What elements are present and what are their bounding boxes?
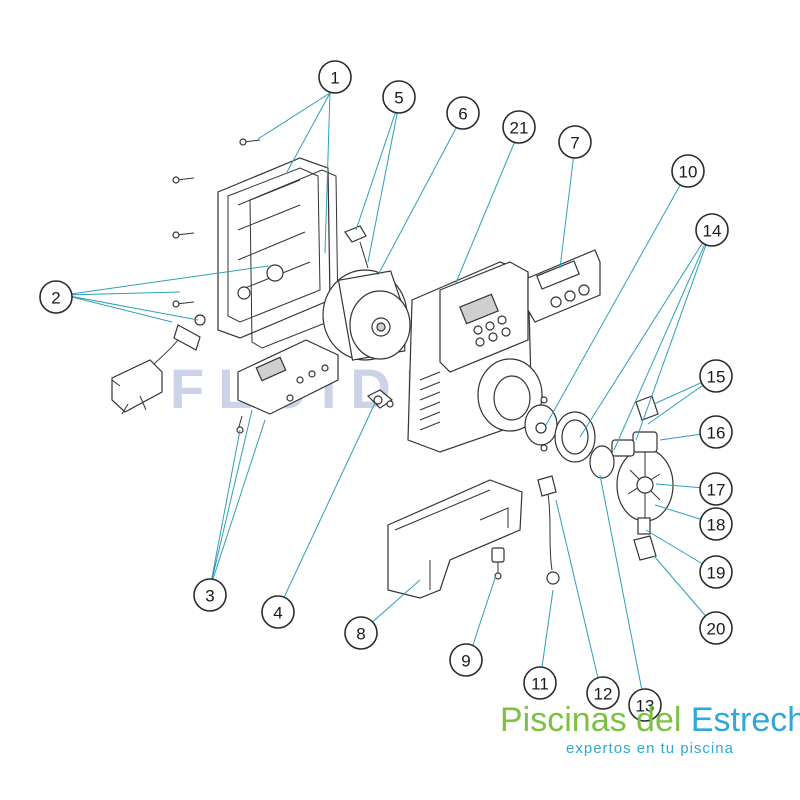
callout-circle — [523, 666, 557, 700]
callout-circle — [344, 616, 378, 650]
callout-number: 6 — [458, 105, 467, 124]
callout-circle — [699, 359, 733, 393]
callout-8: 8 — [344, 616, 378, 650]
callout-3: 3 — [193, 578, 227, 612]
callout-12: 12 — [586, 676, 620, 710]
callout-circle — [318, 60, 352, 94]
callout-number: 9 — [461, 652, 470, 671]
callout-14: 14 — [695, 213, 729, 247]
callout-circle — [671, 154, 705, 188]
callout-number: 10 — [679, 163, 698, 182]
brand-tagline: expertos en tu piscina — [566, 740, 734, 757]
callout-19: 19 — [699, 555, 733, 589]
brand-name-part1: Piscinas del — [500, 701, 691, 739]
brand-name-part2: Estrecho — [690, 701, 800, 739]
callout-number: 21 — [510, 119, 529, 138]
callout-circle — [699, 415, 733, 449]
callout-circle — [449, 643, 483, 677]
callout-20: 20 — [699, 611, 733, 645]
callout-number: 17 — [707, 481, 726, 500]
callout-4: 4 — [261, 595, 295, 629]
callout-circle — [628, 688, 662, 722]
callout-6: 6 — [446, 96, 480, 130]
callout-circle — [699, 472, 733, 506]
callout-circle — [39, 280, 73, 314]
callout-11: 11 — [523, 666, 557, 700]
callout-number: 3 — [205, 587, 214, 606]
callout-circle — [699, 507, 733, 541]
callout-21: 21 — [502, 110, 536, 144]
callout-number: 1 — [330, 69, 339, 88]
callout-number: 16 — [707, 424, 726, 443]
callout-9: 9 — [449, 643, 483, 677]
callout-7: 7 — [558, 125, 592, 159]
callout-circle — [446, 96, 480, 130]
callout-circle — [261, 595, 295, 629]
callout-circle — [193, 578, 227, 612]
callout-number: 13 — [636, 697, 655, 716]
callout-number: 20 — [707, 620, 726, 639]
callout-number: 14 — [703, 222, 722, 241]
callout-number: 2 — [51, 289, 60, 308]
callout-circle — [695, 213, 729, 247]
brand-name: Piscinas del Estrecho — [500, 700, 800, 740]
callout-17: 17 — [699, 472, 733, 506]
callout-number: 5 — [394, 89, 403, 108]
callout-circle — [699, 555, 733, 589]
callout-1: 1 — [318, 60, 352, 94]
callout-number: 15 — [707, 368, 726, 387]
callout-circle — [586, 676, 620, 710]
callout-number: 7 — [570, 134, 579, 153]
callout-number: 11 — [531, 675, 549, 694]
callout-circle — [382, 80, 416, 114]
callout-10: 10 — [671, 154, 705, 188]
callout-circle — [699, 611, 733, 645]
callout-number: 18 — [707, 516, 726, 535]
callout-2: 2 — [39, 280, 73, 314]
callout-15: 15 — [699, 359, 733, 393]
callout-5: 5 — [382, 80, 416, 114]
callout-number: 4 — [273, 604, 282, 623]
callout-number: 19 — [707, 564, 726, 583]
callout-number: 12 — [594, 685, 613, 704]
callout-13: 13 — [628, 688, 662, 722]
callout-18: 18 — [699, 507, 733, 541]
callout-circle — [558, 125, 592, 159]
callout-circle — [502, 110, 536, 144]
brand-logo: Piscinas del Estrecho expertos en tu pis… — [500, 700, 800, 757]
callout-16: 16 — [699, 415, 733, 449]
parts-illustration — [111, 138, 674, 599]
callout-number: 8 — [356, 625, 365, 644]
